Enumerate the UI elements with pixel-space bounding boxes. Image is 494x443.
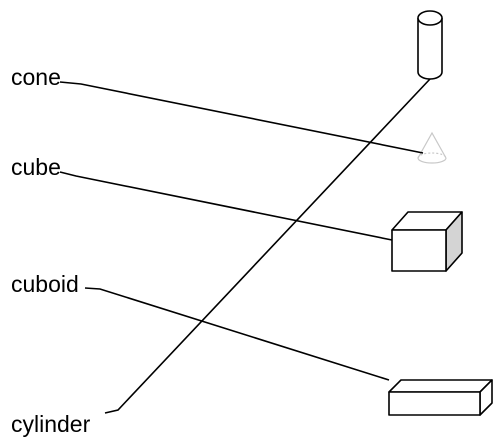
- label-cube: cube: [11, 154, 61, 180]
- cone-shape: [417, 131, 447, 164]
- match-line-cube: [59, 171, 393, 241]
- match-line-cone: [59, 81, 424, 154]
- cuboid-shape: [388, 379, 493, 416]
- cube-shape: [391, 211, 463, 272]
- cylinder-shape: [417, 10, 443, 80]
- match-line-cuboid: [84, 287, 390, 381]
- label-cone: cone: [11, 64, 61, 90]
- label-cuboid: cuboid: [11, 271, 79, 297]
- match-line-cylinder: [104, 78, 431, 414]
- label-cylinder: cylinder: [11, 411, 91, 437]
